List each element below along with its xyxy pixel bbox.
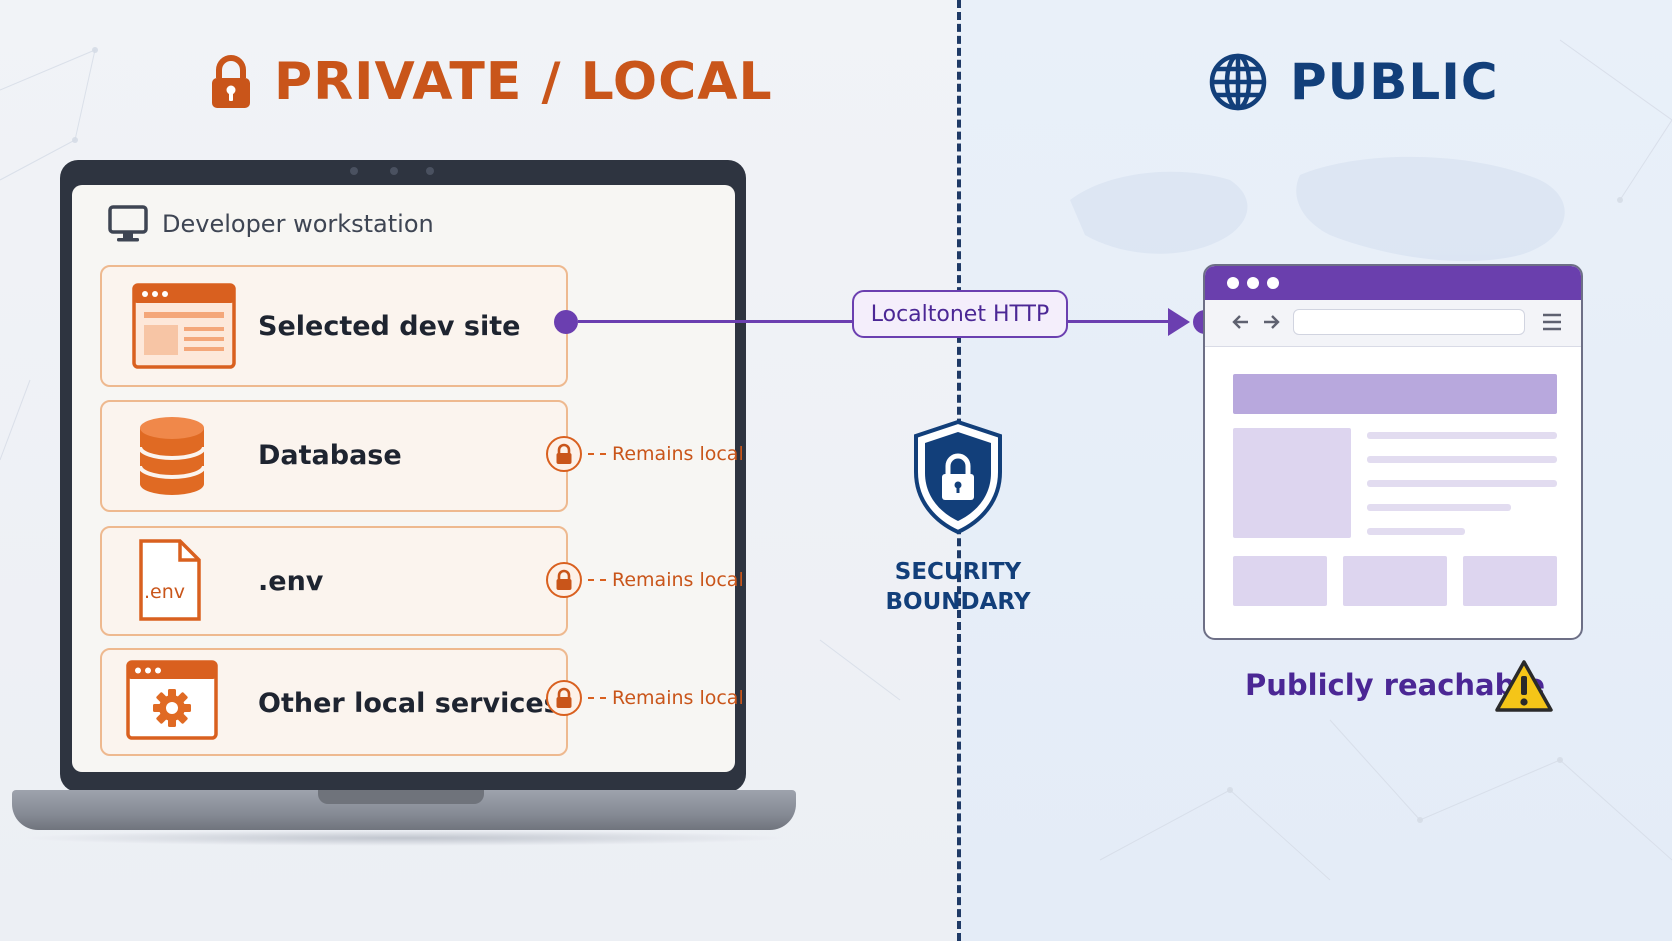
page-image-block: [1233, 428, 1351, 538]
card-env: .env .env: [100, 526, 568, 636]
lock-badge: [546, 680, 582, 716]
card-label: Other local services: [258, 688, 560, 719]
address-bar[interactable]: [1293, 309, 1525, 335]
private-title: PRIVATE / LOCAL: [274, 52, 773, 112]
dashed-connector: [588, 579, 606, 581]
laptop-camera: [350, 167, 358, 175]
shield-lock-icon: [914, 419, 1002, 535]
security-shield: [910, 418, 1006, 540]
lock-badge: [546, 562, 582, 598]
page-card-block: [1233, 556, 1327, 606]
card-selected-dev-site: Selected dev site: [100, 265, 568, 387]
card-label: Selected dev site: [258, 311, 521, 342]
browser-nav-bar: [1205, 300, 1581, 347]
forward-arrow-icon[interactable]: [1261, 312, 1281, 332]
page-text-line: [1367, 528, 1465, 535]
page-banner-block: [1233, 374, 1557, 414]
remains-local-label: Remains local: [612, 569, 744, 591]
card-label: .env: [258, 566, 324, 597]
back-arrow-icon[interactable]: [1231, 312, 1251, 332]
arrow-head-icon: [1168, 308, 1190, 336]
public-header: PUBLIC: [1208, 52, 1499, 112]
env-file-text: .env: [144, 581, 185, 603]
security-boundary-label: SECURITY BOUNDARY: [880, 557, 1036, 617]
card-other-services: Other local services: [100, 648, 568, 756]
window-dot: [1227, 277, 1239, 289]
page-card-block: [1463, 556, 1557, 606]
page-text-line: [1367, 504, 1511, 511]
warning-icon: [1495, 660, 1553, 712]
tunnel-pill: Localtonet HTTP: [852, 290, 1068, 338]
remains-local-label: Remains local: [612, 443, 744, 465]
public-browser-window: [1203, 264, 1583, 640]
page-text-line: [1367, 456, 1557, 463]
browser-title-bar: [1205, 266, 1581, 300]
tunnel-label: Localtonet HTTP: [870, 301, 1050, 327]
card-database: Database: [100, 400, 568, 512]
laptop-notch: [318, 790, 484, 804]
env-file-icon: .env: [139, 539, 201, 621]
workstation-label: Developer workstation: [108, 205, 434, 243]
padlock-icon: [556, 687, 572, 708]
lock-badge: [546, 436, 582, 472]
page-card-block: [1343, 556, 1447, 606]
page-text-line: [1367, 480, 1557, 487]
dashed-connector: [588, 453, 606, 455]
tunnel-line: [578, 320, 854, 323]
menu-icon[interactable]: [1541, 312, 1563, 332]
card-label: Database: [258, 440, 402, 471]
database-icon: [138, 417, 206, 495]
tunnel-line: [1068, 320, 1174, 323]
page-text-line: [1367, 432, 1557, 439]
window-dot: [1247, 277, 1259, 289]
laptop-shadow: [20, 830, 790, 846]
workstation-title: Developer workstation: [162, 210, 434, 238]
laptop-camera: [390, 167, 398, 175]
padlock-icon: [556, 443, 572, 464]
laptop-camera: [426, 167, 434, 175]
security-line-1: SECURITY: [894, 559, 1022, 585]
padlock-icon: [556, 569, 572, 590]
dashed-connector: [588, 697, 606, 699]
settings-window-icon: [126, 660, 218, 740]
security-line-2: BOUNDARY: [885, 589, 1031, 615]
globe-icon: [1209, 53, 1267, 111]
publicly-reachable-label: Publicly reachable: [1245, 668, 1545, 702]
padlock-icon: [212, 55, 250, 108]
window-dot: [1267, 277, 1279, 289]
monitor-icon: [108, 205, 148, 242]
public-title: PUBLIC: [1290, 53, 1499, 111]
remains-local-database: Remains local: [546, 436, 744, 472]
browser-window-icon: [132, 283, 236, 369]
private-header: PRIVATE / LOCAL: [210, 52, 773, 112]
remains-local-env: Remains local: [546, 562, 744, 598]
remains-local-services: Remains local: [546, 680, 744, 716]
tunnel-start-dot: [554, 310, 578, 334]
remains-local-label: Remains local: [612, 687, 744, 709]
